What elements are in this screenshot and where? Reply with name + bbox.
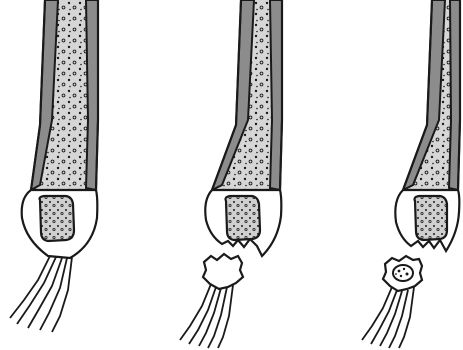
tendon-fibers [10, 256, 72, 332]
bone-shaft [403, 0, 460, 190]
panel-avulsed-cored [362, 0, 460, 348]
panel-avulsed [180, 0, 282, 348]
bone-plug [40, 196, 75, 241]
bone-plug [226, 196, 261, 240]
bone-shaft [212, 0, 282, 190]
fragment-core [393, 265, 413, 281]
bone-shaft [31, 0, 98, 190]
tendon-fibers [362, 287, 414, 348]
tendon-fibers [180, 284, 233, 348]
avulsed-fragment-cored [383, 256, 422, 291]
panel-intact [10, 0, 98, 332]
avulsed-fragment [203, 254, 243, 289]
bone-plug [415, 196, 448, 240]
